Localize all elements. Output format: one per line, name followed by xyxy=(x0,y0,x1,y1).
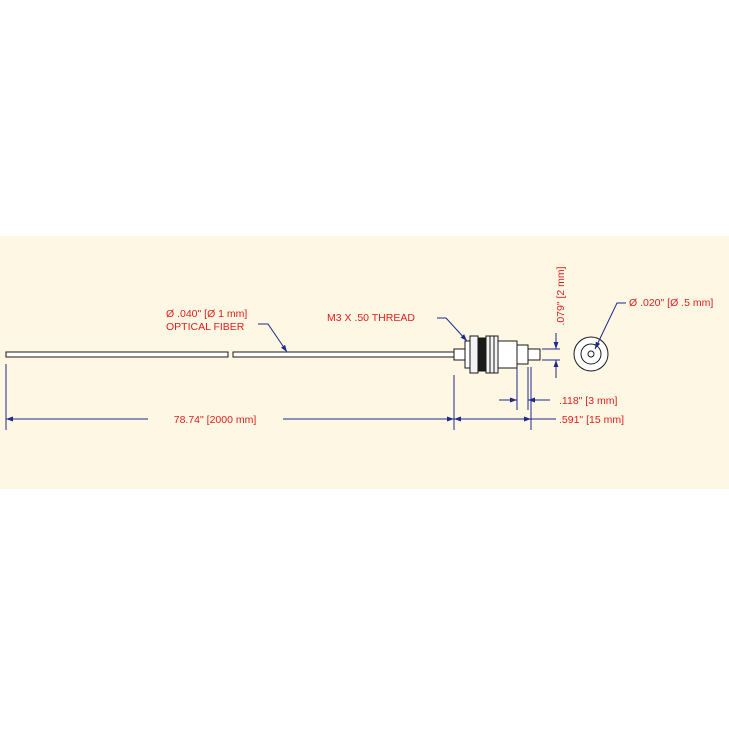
fiber-leader-line xyxy=(258,323,288,353)
lock-washer xyxy=(478,337,486,372)
hex-nut-right xyxy=(485,335,499,374)
drawing-background xyxy=(0,236,729,489)
thread-leader-line xyxy=(437,317,468,342)
tip-height-dimension: .079" [2 mm] xyxy=(555,266,567,325)
fiber-name-label: OPTICAL FIBER xyxy=(166,321,245,333)
sensor-head xyxy=(453,335,541,374)
overall-length-dimension: 78.74" [2000 mm] xyxy=(174,414,257,426)
end-view-fiber-core xyxy=(587,350,595,358)
sensing-tip xyxy=(527,348,541,361)
tip-length-dimension: .118" [3 mm] xyxy=(559,395,617,407)
tip-end-view xyxy=(573,336,609,372)
tip-collar xyxy=(516,344,529,365)
tip-diameter-leader-line xyxy=(594,302,626,350)
hex-nut-left xyxy=(469,335,479,374)
head-length-dimension: .591" [15 mm] xyxy=(559,414,624,426)
optical-fiber-cable xyxy=(5,351,456,358)
tip-diameter-label: Ø .020" [Ø .5 mm] xyxy=(629,297,713,309)
fiber-diameter-label: Ø .040" [Ø 1 mm] xyxy=(166,308,247,320)
thread-label: M3 X .50 THREAD xyxy=(327,312,415,324)
fiber-segment-right xyxy=(232,351,456,358)
cable-boot xyxy=(453,348,466,361)
fiber-segment-left xyxy=(5,351,229,358)
